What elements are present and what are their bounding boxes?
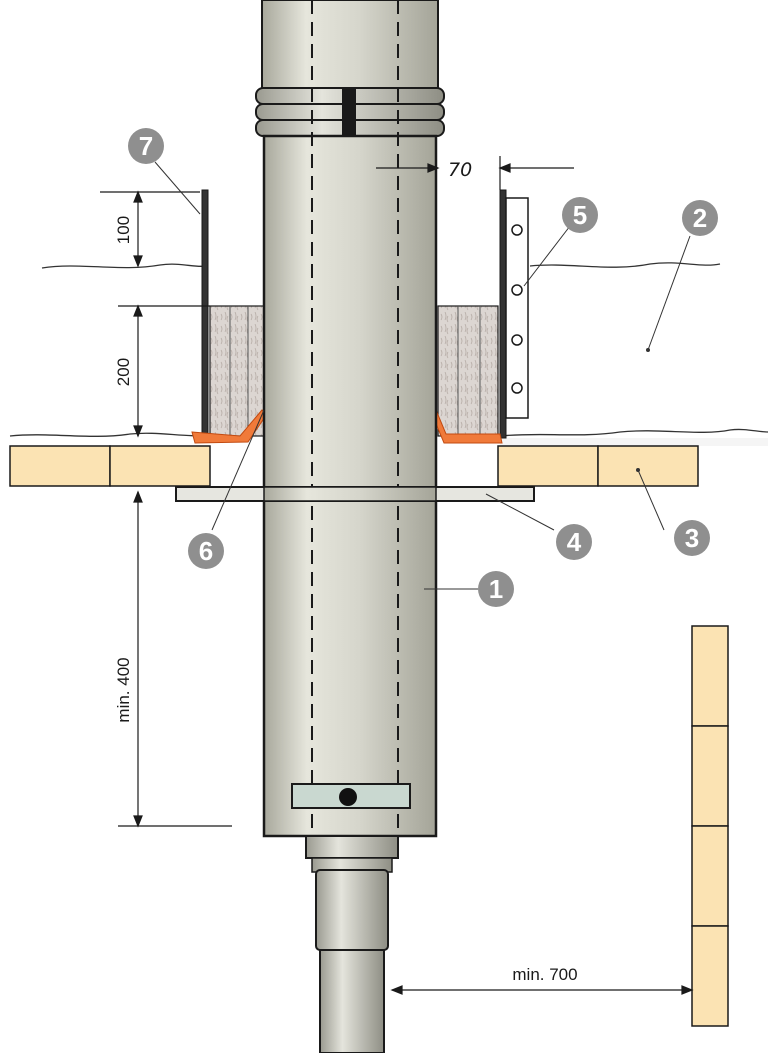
protection-sheet-left	[201, 189, 209, 439]
leader-lines	[154, 161, 691, 590]
dimension-min-700-label: min. 700	[512, 965, 577, 984]
brick	[9, 445, 111, 487]
dimension-70-label: 70	[448, 159, 472, 181]
brick	[691, 625, 729, 727]
side-wall-bricks	[691, 625, 729, 1027]
svg-text:7: 7	[139, 131, 153, 161]
insulation-left	[209, 305, 266, 437]
brick	[691, 725, 729, 827]
callout-7: 7	[128, 128, 164, 164]
lower-surface-line-right	[499, 428, 768, 437]
dimension-min-400	[118, 490, 232, 828]
callout-1: 1	[478, 571, 514, 607]
connector-pipe-lower	[319, 949, 385, 1053]
mounting-bracket	[505, 197, 529, 419]
leader-dot	[646, 348, 650, 352]
pipe-coupling	[255, 87, 445, 137]
surface-shading	[500, 438, 768, 446]
protection-sheet-right	[499, 189, 507, 439]
svg-text:5: 5	[573, 200, 587, 230]
reducer-collar	[305, 835, 399, 859]
connector-pipe-upper	[315, 869, 389, 951]
callout-2: 2	[682, 200, 718, 236]
brick	[691, 825, 729, 927]
svg-text:1: 1	[489, 574, 503, 604]
brick	[497, 445, 599, 487]
svg-text:4: 4	[567, 527, 582, 557]
dimension-min-400-label: min. 400	[114, 657, 133, 722]
floor-bricks-left	[9, 445, 211, 487]
bracket-hole	[511, 382, 523, 394]
lower-surface-line-left	[9, 432, 213, 437]
callout-5: 5	[562, 197, 598, 233]
callout-4: 4	[556, 524, 592, 560]
clamp-bolt	[339, 788, 357, 806]
callout-6: 6	[188, 533, 224, 569]
insulation-right	[437, 305, 499, 437]
dimension-70	[376, 156, 574, 190]
upper-surface-line-left	[41, 263, 207, 269]
dimension-100-label: 100	[114, 216, 133, 244]
dimension-100	[100, 190, 200, 268]
chimney-pipe-top	[261, 0, 439, 93]
floor-bricks-right	[497, 445, 699, 487]
upper-surface-line-right	[529, 262, 721, 268]
leader-dot	[636, 468, 640, 472]
brick	[691, 925, 729, 1027]
brick	[109, 445, 211, 487]
dimension-min-700	[390, 985, 694, 995]
callout-3: 3	[674, 520, 710, 556]
bracket-hole	[511, 334, 523, 346]
svg-text:3: 3	[685, 523, 699, 553]
bracket-hole	[511, 284, 523, 296]
dimension-200-label: 200	[114, 358, 133, 386]
dimension-200	[118, 304, 210, 438]
svg-text:6: 6	[199, 536, 213, 566]
brick	[597, 445, 699, 487]
bracket-hole	[511, 224, 523, 236]
svg-text:2: 2	[693, 203, 707, 233]
